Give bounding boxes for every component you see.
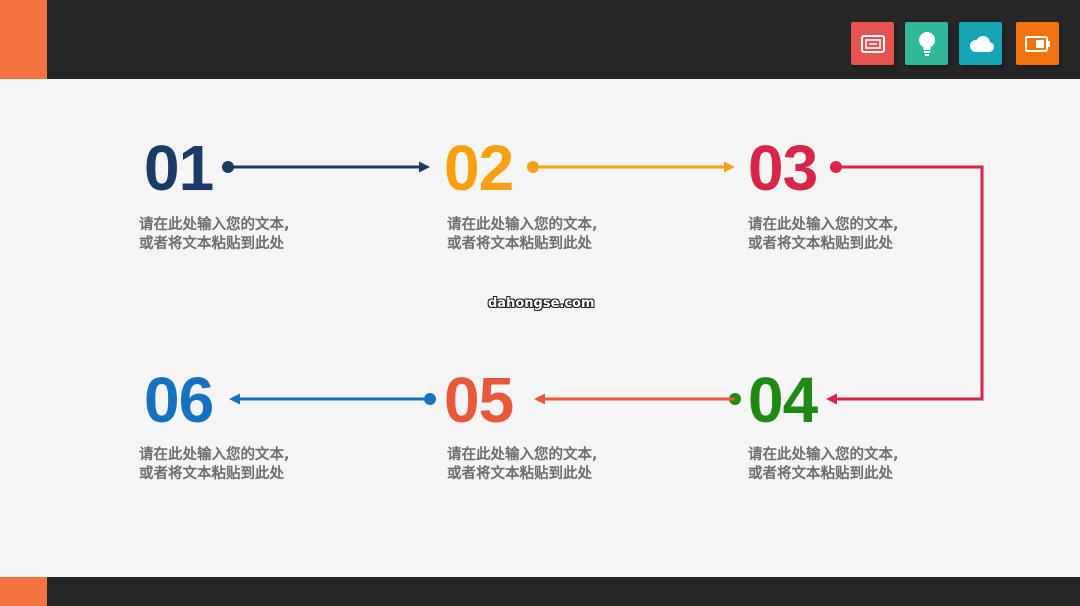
step-05-text-line1: 请在此处输入您的文本,	[447, 447, 598, 463]
step-01-text-line1: 请在此处输入您的文本,	[139, 217, 290, 233]
connector-05-arrowhead	[229, 393, 240, 405]
step-03-text-line1: 请在此处输入您的文本,	[748, 217, 899, 233]
step-05-text: 请在此处输入您的文本, 或者将文本粘贴到此处	[447, 446, 667, 484]
header-bar	[0, 0, 1080, 79]
step-06-text: 请在此处输入您的文本, 或者将文本粘贴到此处	[139, 446, 359, 484]
step-03-text: 请在此处输入您的文本, 或者将文本粘贴到此处	[748, 216, 968, 254]
step-05-text-line2: 或者将文本粘贴到此处	[447, 466, 592, 482]
footer-accent	[0, 577, 47, 606]
lightbulb-icon[interactable]	[905, 22, 948, 65]
battery-icon[interactable]	[1016, 22, 1059, 65]
step-03-number: 03	[748, 132, 818, 204]
connector-03-line	[836, 165, 984, 401]
connector-04-arrowhead	[534, 393, 545, 405]
step-04-text-line2: 或者将文本粘贴到此处	[748, 466, 893, 482]
step-04-number: 04	[748, 364, 818, 436]
connector-02-arrowhead	[724, 161, 735, 173]
step-06-text-line1: 请在此处输入您的文本,	[139, 447, 290, 463]
step-02-number: 02	[444, 132, 514, 204]
step-04-text-line1: 请在此处输入您的文本,	[748, 447, 899, 463]
connector-01-arrowhead	[419, 161, 430, 173]
step-01-text: 请在此处输入您的文本, 或者将文本粘贴到此处	[139, 216, 359, 254]
step-01-number: 01	[144, 132, 214, 204]
cloud-icon[interactable]	[959, 22, 1002, 65]
step-01-text-line2: 或者将文本粘贴到此处	[139, 236, 284, 252]
footer-bar	[0, 577, 1080, 606]
connector-03-arrowhead	[826, 393, 837, 405]
step-06-number: 06	[144, 364, 214, 436]
step-02-text-line1: 请在此处输入您的文本,	[447, 217, 598, 233]
step-06-text-line2: 或者将文本粘贴到此处	[139, 466, 284, 482]
step-03-text-line2: 或者将文本粘贴到此处	[748, 236, 893, 252]
card-icon[interactable]	[851, 22, 894, 65]
step-02-text-line2: 或者将文本粘贴到此处	[447, 236, 592, 252]
watermark: dahongse.com	[488, 296, 595, 311]
step-05-number: 05	[444, 364, 514, 436]
step-02-text: 请在此处输入您的文本, 或者将文本粘贴到此处	[447, 216, 667, 254]
step-04-text: 请在此处输入您的文本, 或者将文本粘贴到此处	[748, 446, 968, 484]
header-accent	[0, 0, 47, 79]
